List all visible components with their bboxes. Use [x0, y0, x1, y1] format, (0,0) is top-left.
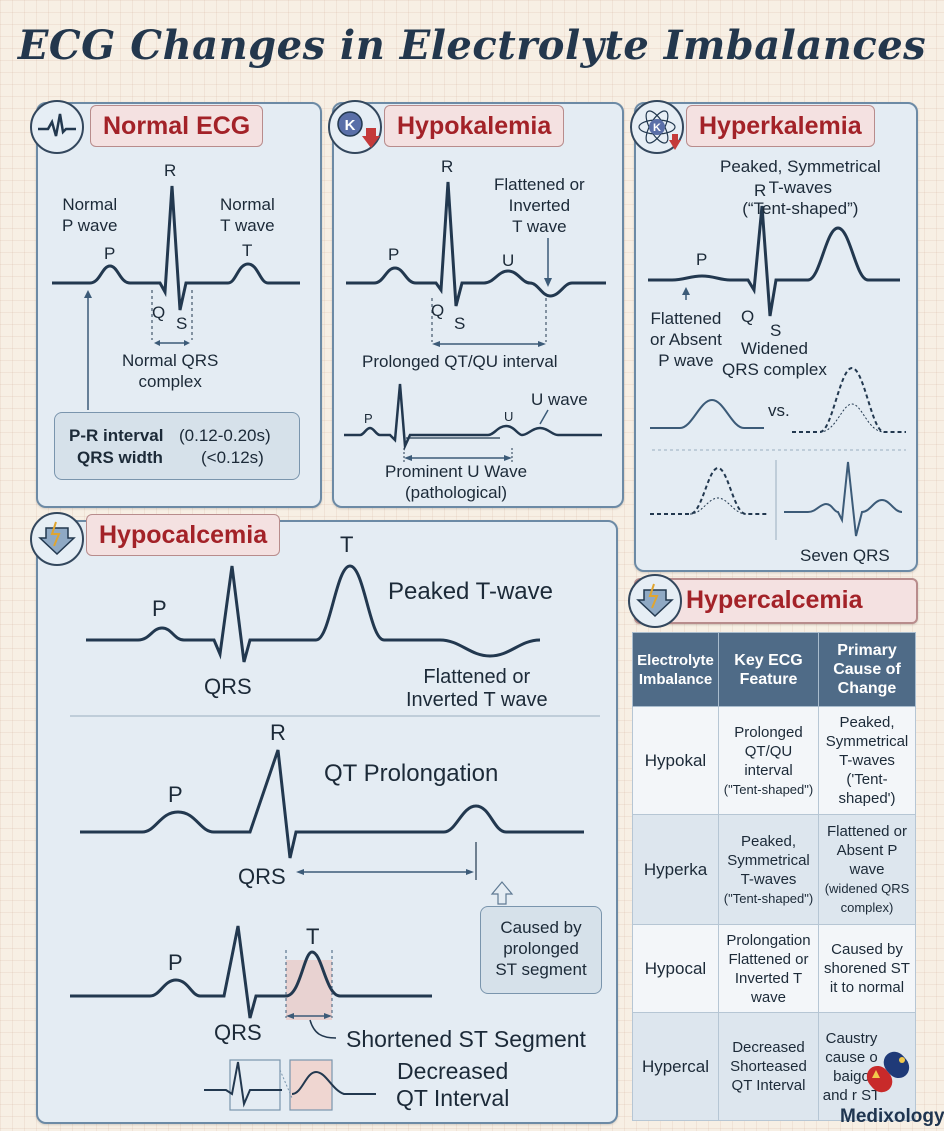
hypok-s-label: S [454, 314, 466, 333]
normal-ecg-badge: Normal ECG [90, 105, 264, 147]
qrs-width-value: (<0.12s) [201, 448, 264, 467]
normal-q-label: Q [152, 303, 166, 322]
table-row: Hypercal Decreased Shorteased QT Interva… [632, 1012, 916, 1121]
pr-interval-label: P-R interval [69, 426, 164, 445]
table-cell-feature: Decreased Shorteased QT Interval [718, 1012, 819, 1121]
hyperk-seven-qrs-label: Seven QRS [800, 546, 890, 565]
hypoca-p2-label: P [168, 782, 183, 807]
hypoca-qrs-label: QRS [204, 674, 252, 699]
table-cell-cause: Peaked, Symmetrical T-waves ('Tent- shap… [818, 706, 916, 815]
table-cell-cause: Caused by shorened ST it to normal [818, 924, 916, 1013]
hyperkalemia-badge: Hyperkalemia [686, 105, 875, 147]
hypok-t-wave-label: Flattened or Inverted T wave [494, 175, 585, 236]
hypok-u-label: U [502, 251, 515, 270]
hyperk-r-label: R [754, 181, 767, 200]
cause-note: (widened QRS complex) [824, 881, 910, 915]
hyperk-p-label: P [696, 250, 708, 269]
hypercalcemia-badge: Hypercalcemia [686, 586, 863, 614]
hyperk-peaked-label: Peaked, Symmetrical T-waves (“Tent-shape… [720, 157, 881, 218]
normal-t-label: T [242, 241, 253, 260]
hypoca-qrs2-label: QRS [238, 864, 286, 889]
normal-r-label: R [164, 161, 177, 180]
hypok-q-label: Q [431, 301, 445, 320]
normal-interval-box: P-R interval (0.12-0.20s) QRS width (<0.… [54, 412, 300, 480]
normal-qrs-label: Normal QRS complex [122, 351, 219, 391]
hyperk-qrs-label: Widened QRS complex [722, 339, 827, 379]
medixology-logo-text: Medixology [840, 1106, 944, 1127]
hypoca-decreased-qt-label: Decreased QT Interval [396, 1058, 510, 1111]
calcium-up-icon [628, 574, 682, 628]
hypoca-qt-prolong-label: QT Prolongation [324, 760, 499, 787]
hypoca-peaked-label: Peaked T-wave [388, 578, 553, 605]
hypoca-t3-label: T [306, 924, 320, 949]
hypokalemia-badge: Hypokalemia [384, 105, 565, 147]
table-cell-name: Hypocal [632, 924, 719, 1013]
feature-note: ("Tent-shaped") [723, 781, 814, 797]
potassium-down-icon: K [328, 100, 382, 154]
hyperk-p-wave-label: Flattened or Absent P wave [650, 309, 722, 370]
normal-p-wave-label: Normal P wave [62, 195, 118, 235]
hypoca-p-label: P [152, 596, 167, 621]
hypoca-caused-label: Caused by prolonged ST segment [495, 918, 587, 979]
hyperk-vs-label: vs. [768, 401, 790, 420]
table-row: Hypokal Prolonged QT/QU interval ("Tent-s… [632, 706, 916, 815]
hypok-p-label: P [388, 245, 400, 264]
table-cell-name: Hypokal [632, 706, 719, 815]
table-cell-feature: Prolonged QT/QU interval ("Tent-shaped") [718, 706, 819, 815]
hypoca-caused-box: Caused by prolonged ST segment [480, 906, 602, 994]
table-cell-name: Hyperka [632, 814, 719, 925]
page-title: ECG Changes in Electrolyte Imbalances [17, 22, 927, 69]
feature-text: Peaked, Symmetrical T-waves [727, 832, 810, 888]
svg-text:K: K [653, 122, 661, 134]
hypok-small-u-label: U [504, 409, 514, 424]
svg-text:K: K [345, 117, 356, 134]
hyperk-q-label: Q [741, 307, 755, 326]
comparison-table: Electrolyte Imbalance Key ECG Feature Pr… [632, 632, 916, 1121]
hyperk-s-label: S [770, 321, 782, 340]
hypoca-qrs3-label: QRS [214, 1020, 262, 1045]
hypoca-p3-label: P [168, 950, 183, 975]
hypoca-t-label: T [340, 532, 354, 557]
hypok-qt-label: Prolonged QT/QU interval [362, 352, 558, 371]
hypok-r-label: R [441, 157, 454, 176]
feature-text: Prolonged QT/QU interval [734, 723, 803, 779]
potassium-atom-icon: K [630, 100, 684, 154]
table-header-imbalance: Electrolyte Imbalance [632, 632, 719, 707]
hypoca-r-label: R [270, 720, 286, 745]
normal-p-label: P [104, 244, 116, 263]
table-row: Hypocal Prolongation Flattened or Invert… [632, 924, 916, 1013]
table-header-feature: Key ECG Feature [718, 632, 819, 707]
calcium-arrow-icon [30, 512, 84, 566]
normal-s-label: S [176, 314, 188, 333]
hypoca-flattened-label: Flattened or Inverted T wave [406, 666, 548, 711]
qrs-width-label: QRS width [77, 448, 163, 467]
heart-monitor-icon [30, 100, 84, 154]
table-cell-name: Hypercal [632, 1012, 719, 1121]
table-cell-feature: Prolongation Flattened or Inverted T wav… [718, 924, 819, 1013]
hypok-small-p-label: P [364, 411, 373, 426]
hypoca-shortened-st-label: Shortened ST Segment [346, 1026, 586, 1052]
hypok-u-wave-label: U wave [531, 390, 588, 409]
hypok-prominent-u-label: Prominent U Wave (pathological) [385, 462, 528, 502]
table-cell-feature: Peaked, Symmetrical T-waves ("Tent-shaped… [718, 814, 819, 925]
pr-interval-value: (0.12-0.20s) [179, 426, 271, 445]
hypocalcemia-badge: Hypocalcemia [86, 514, 281, 556]
cause-text: Flattened or Absent P wave [826, 823, 908, 878]
normal-t-wave-label: Normal T wave [220, 195, 275, 235]
hypokalemia-panel [332, 102, 624, 508]
table-header-cause: Primary Cause of Change [818, 632, 916, 707]
feature-note: ("Tent-shaped") [723, 890, 814, 906]
